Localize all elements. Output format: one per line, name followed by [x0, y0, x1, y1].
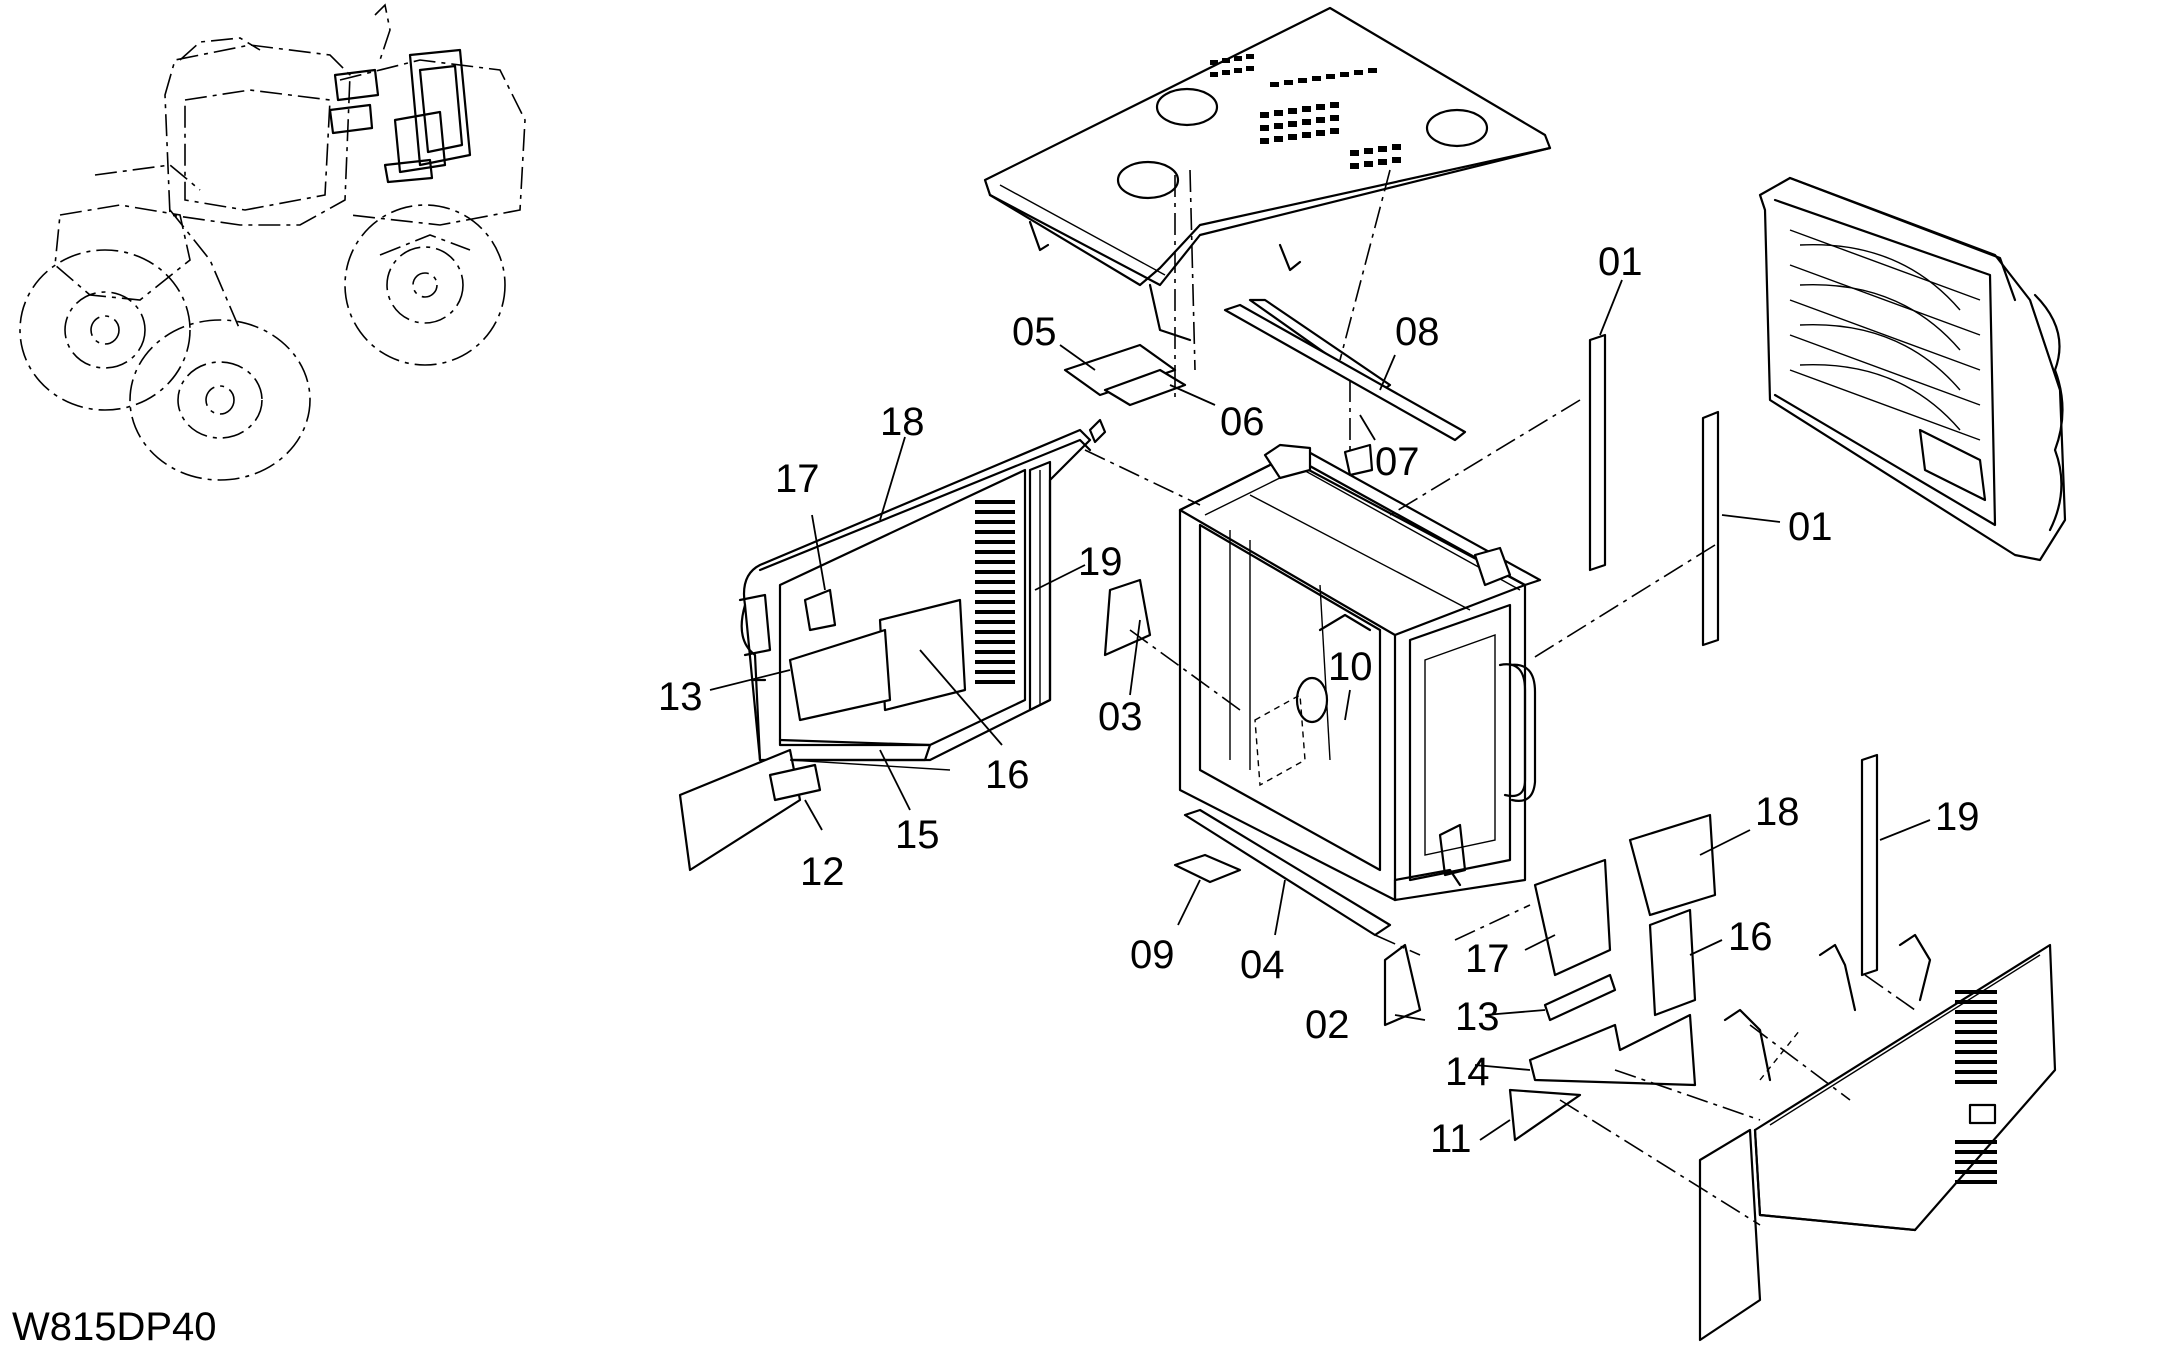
- callout-08: 08: [1395, 310, 1440, 354]
- callout-04: 04: [1240, 943, 1285, 987]
- callout-18-b: 18: [1755, 790, 1800, 834]
- callout-17-a: 17: [775, 457, 820, 501]
- seal-parts: [1063, 298, 1879, 1142]
- callout-18-a: 18: [880, 400, 925, 444]
- callout-16-b: 16: [1728, 915, 1773, 959]
- callout-19-a: 19: [1078, 540, 1123, 584]
- right-side-door-panel: [1698, 933, 2057, 1342]
- engine-hood-cover: [983, 6, 1552, 342]
- callout-labels: 01 01 02 03 04 05 06 07 08 09 10 11 12 1…: [658, 240, 1980, 1161]
- assembly-guide-lines: [1084, 169, 1916, 1226]
- callout-02: 02: [1305, 1003, 1350, 1047]
- part-16-pad: [1648, 908, 1697, 1017]
- callout-15: 15: [895, 813, 940, 857]
- callout-14: 14: [1445, 1050, 1490, 1094]
- part-01-strip-a: [1588, 333, 1607, 572]
- rear-grille: [1758, 176, 2067, 562]
- callout-13-a: 13: [658, 675, 703, 719]
- part-09-block: [1173, 853, 1242, 884]
- radiator-shroud-frame: [1178, 443, 1542, 902]
- callout-07: 07: [1375, 440, 1420, 484]
- left-side-door-panel: [678, 418, 1107, 872]
- machine-locator-view: [19, 3, 526, 481]
- callout-11: 11: [1430, 1117, 1472, 1161]
- part-03-block: [1103, 578, 1152, 657]
- part-18-pad: [1628, 813, 1717, 917]
- part-06-pad: [1103, 368, 1187, 407]
- part-14-pad: [1528, 1013, 1697, 1087]
- callout-12: 12: [800, 850, 845, 894]
- leader-lines: [709, 279, 1931, 1141]
- callout-01-a: 01: [1598, 240, 1643, 284]
- callout-01-b: 01: [1788, 505, 1833, 549]
- part-02-block: [1383, 943, 1422, 1027]
- part-01-strip-b: [1701, 410, 1720, 647]
- drawing-code: W815DP40: [12, 1305, 217, 1349]
- callout-09: 09: [1130, 933, 1175, 977]
- part-07-strip: [1223, 303, 1467, 442]
- callout-16-a: 16: [985, 753, 1030, 797]
- callout-19-b: 19: [1935, 795, 1980, 839]
- part-04-strip: [1183, 808, 1392, 937]
- callout-05: 05: [1012, 310, 1057, 354]
- part-17-pad: [1533, 858, 1612, 977]
- callout-17-b: 17: [1465, 937, 1510, 981]
- callout-10: 10: [1328, 645, 1373, 689]
- part-19-strip: [1860, 753, 1879, 977]
- part-11-wedge: [1508, 1088, 1582, 1142]
- callout-03: 03: [1098, 695, 1143, 739]
- callout-06: 06: [1220, 400, 1265, 444]
- callout-13-b: 13: [1455, 995, 1500, 1039]
- part-13-pad: [1543, 973, 1617, 1022]
